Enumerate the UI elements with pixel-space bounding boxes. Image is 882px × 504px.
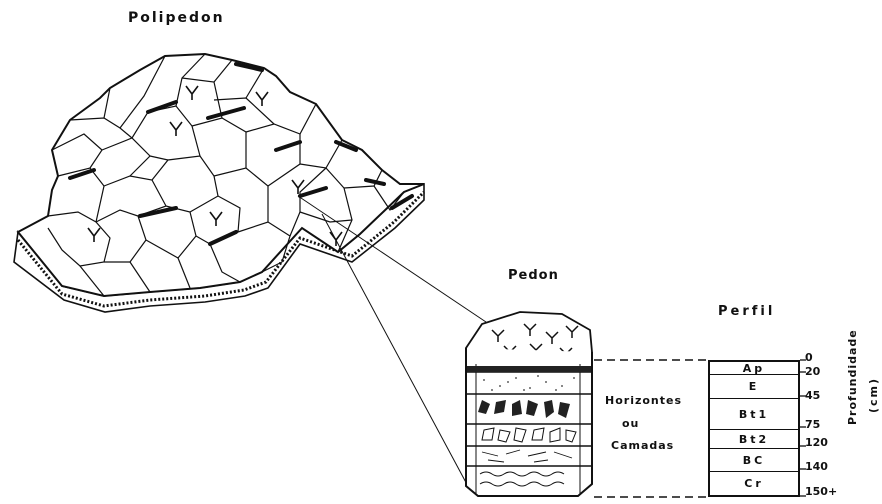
horizons-label-line3: Camadas [611, 439, 674, 452]
profile-layer-e: E [710, 375, 798, 399]
profile-layer-ap: Ap [710, 362, 798, 375]
profile-layer-cr: Cr [710, 472, 798, 495]
depth-mark-150: 150+ [805, 485, 837, 498]
depth-axis-title: Profundidade [846, 365, 860, 425]
depth-mark-45: 45 [805, 389, 820, 402]
depth-mark-75: 75 [805, 418, 820, 431]
polipedon-title: Polipedon [128, 10, 225, 26]
profile-layer-bt1: Bt1 [710, 399, 798, 430]
depth-mark-140: 140 [805, 460, 828, 473]
horizons-label-line1: Horizontes [605, 394, 682, 407]
pedon-title: Pedon [508, 268, 559, 283]
perfil-title: Perfil [718, 304, 775, 319]
polipedon-landscape [14, 54, 424, 312]
depth-axis-unit: (cm) [867, 365, 881, 425]
horizons-label-line2: ou [622, 417, 639, 430]
depth-mark-0: 0 [805, 351, 813, 364]
profile-column: Ap E Bt1 Bt2 BC Cr [708, 360, 800, 497]
dashed-connectors [594, 360, 706, 497]
depth-mark-20: 20 [805, 365, 820, 378]
profile-layer-bt2: Bt2 [710, 430, 798, 449]
depth-mark-120: 120 [805, 436, 828, 449]
profile-layer-bc: BC [710, 449, 798, 472]
pedon-column [466, 312, 592, 496]
